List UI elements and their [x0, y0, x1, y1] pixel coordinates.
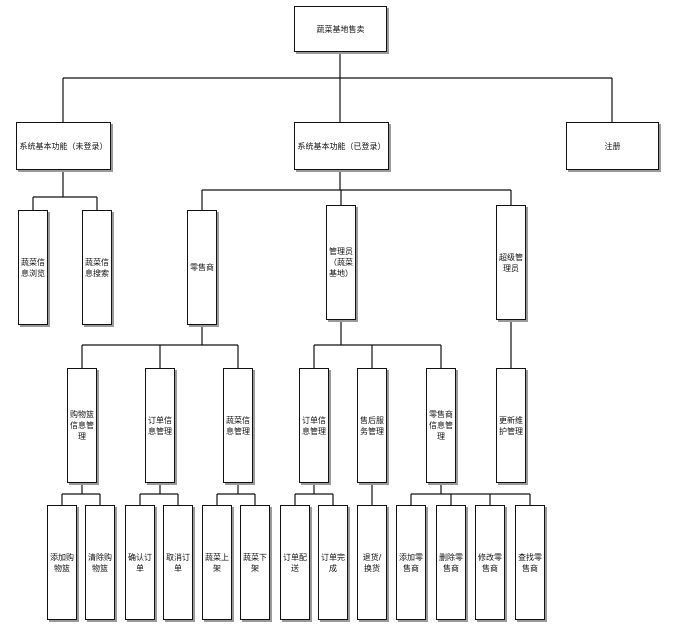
node-cart-management: 购物篮信息管理 [67, 368, 97, 483]
leaf-modify-retailer: 修改零售商 [475, 505, 505, 620]
node-after-sale-management: 售后服务管理 [357, 368, 387, 483]
leaf-veg-on-shelf: 蔬菜上架 [202, 505, 232, 620]
node-admin: 管理员（蔬菜基地） [326, 205, 356, 320]
node-basic-functions-member: 系统基本功能（已登录） [294, 122, 389, 170]
root-node: 蔬菜基地售卖 [294, 6, 387, 52]
leaf-delete-retailer: 删除零售商 [436, 505, 466, 620]
node-retailer-info-management: 零售商信息管理 [426, 368, 456, 483]
node-super-admin: 超级管理员 [496, 205, 526, 320]
leaf-cancel-order: 取消订单 [163, 505, 193, 620]
leaf-find-retailer: 查找零售商 [515, 505, 545, 620]
leaf-veg-off-shelf: 蔬菜下架 [240, 505, 270, 620]
leaf-order-complete: 订单完成 [318, 505, 348, 620]
node-update-maintenance: 更新维护管理 [496, 368, 526, 483]
leaf-return-exchange: 退货/换货 [357, 505, 387, 620]
leaf-confirm-order: 确认订单 [125, 505, 155, 620]
leaf-clear-cart: 清除购物篮 [85, 505, 115, 620]
node-veg-search: 蔬菜信息搜索 [82, 210, 112, 325]
node-retailer: 零售商 [187, 210, 217, 325]
leaf-order-deliver: 订单配送 [280, 505, 310, 620]
node-veg-management: 蔬菜信息管理 [223, 368, 253, 483]
node-register: 注册 [566, 122, 659, 170]
leaf-add-retailer: 添加零售商 [396, 505, 426, 620]
node-veg-browse: 蔬菜信息浏览 [18, 210, 48, 325]
node-basic-functions-guest: 系统基本功能（未登录） [16, 122, 111, 170]
node-order-management-retailer: 订单信息管理 [145, 368, 175, 483]
node-order-management-admin: 订单信息管理 [299, 368, 329, 483]
leaf-add-cart: 添加购物篮 [47, 505, 77, 620]
